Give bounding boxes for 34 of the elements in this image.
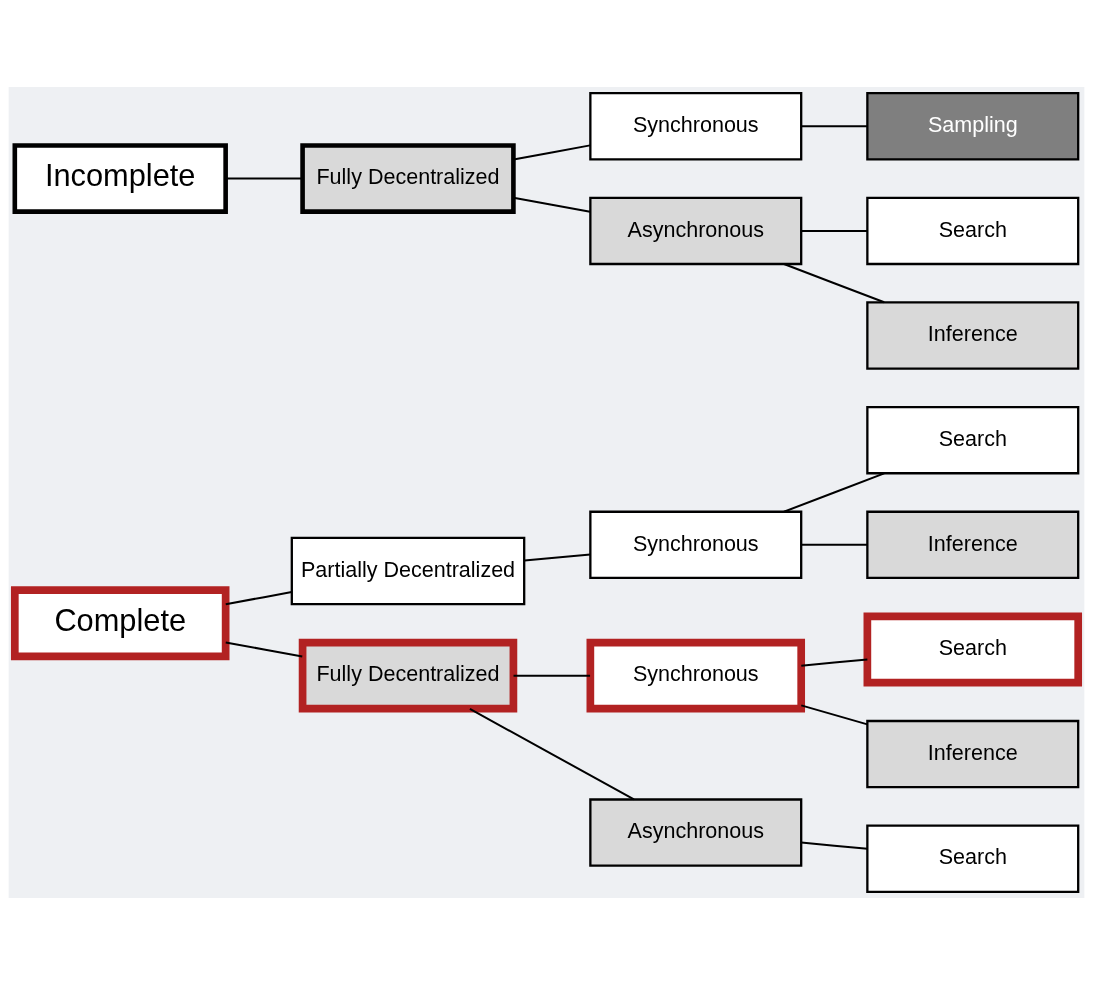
- node-box: Search: [866, 405, 1080, 475]
- node-box: Inference: [866, 301, 1080, 370]
- connector: [800, 704, 869, 726]
- node-box: Search: [866, 196, 1080, 266]
- node-box: Synchronous: [589, 510, 803, 580]
- node-box: Search: [866, 824, 1080, 893]
- node-box: Partially Decentralized: [290, 536, 526, 606]
- node-box: Fully Decentralized: [298, 638, 518, 713]
- node-box: Asynchronous: [589, 196, 803, 266]
- connector: [523, 553, 592, 562]
- connector: [224, 641, 304, 658]
- connector: [783, 263, 886, 304]
- node-box: Complete: [10, 586, 230, 661]
- connector: [512, 674, 592, 677]
- connector: [783, 472, 886, 513]
- connector: [800, 543, 869, 546]
- connector: [512, 196, 592, 213]
- connector: [224, 591, 293, 606]
- connector: [800, 125, 869, 128]
- node-box: Inference: [866, 719, 1080, 789]
- connector: [800, 229, 869, 232]
- connector: [224, 177, 304, 180]
- node-box: Synchronous: [586, 638, 806, 713]
- node-box: Incomplete: [12, 143, 228, 214]
- connector: [468, 707, 635, 801]
- node-box: Sampling: [866, 92, 1080, 161]
- node-box: Synchronous: [589, 92, 803, 161]
- node-box: Search: [863, 612, 1083, 687]
- node-box: Fully Decentralized: [300, 143, 516, 214]
- connector: [800, 841, 869, 850]
- connector: [800, 658, 869, 667]
- connector: [512, 144, 592, 161]
- node-box: Inference: [866, 510, 1080, 580]
- node-box: Asynchronous: [589, 798, 803, 867]
